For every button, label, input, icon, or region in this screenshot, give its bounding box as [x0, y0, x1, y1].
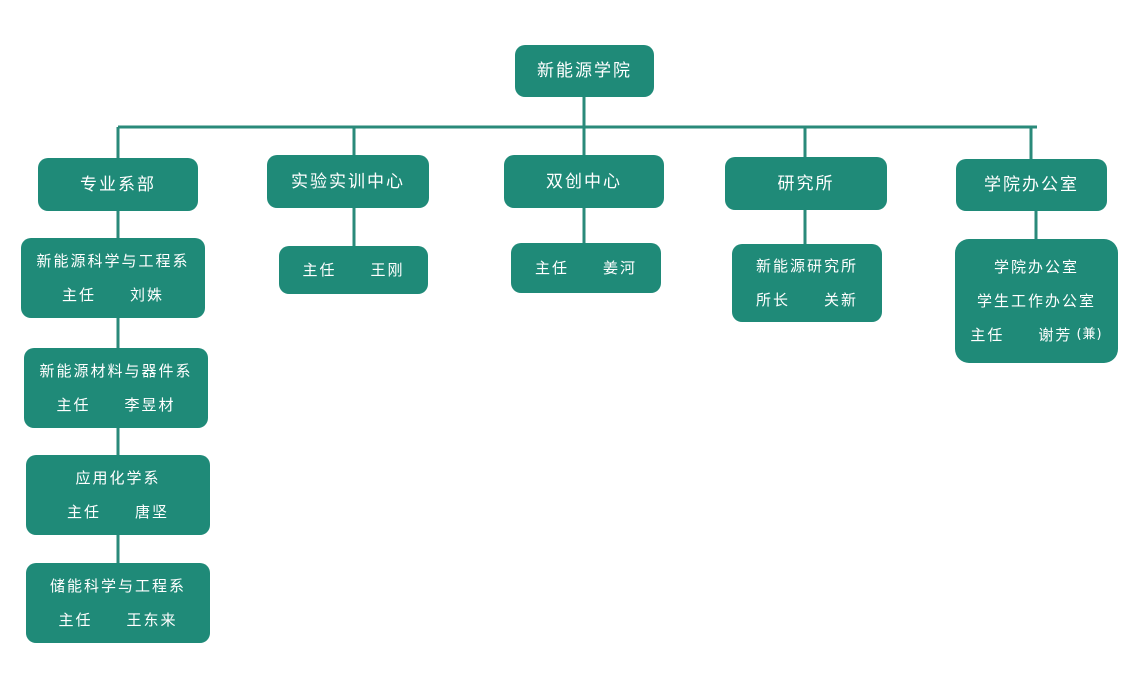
lab-head-person: 王刚 [370, 261, 405, 279]
dept-person: 唐坚 [135, 503, 170, 521]
unit-innov: 双创中心 [504, 155, 664, 208]
dept-role: 主任 [56, 396, 91, 414]
institute-name: 新能源研究所 [755, 257, 858, 275]
dept-node-4: 储能科学与工程系 主任 王东来 [26, 563, 210, 643]
dept-person: 王东来 [126, 611, 178, 629]
dept-role: 主任 [58, 611, 93, 629]
office-person: 谢芳 [1038, 326, 1073, 344]
dept-node-3: 应用化学系 主任 唐坚 [26, 455, 210, 535]
dept-name: 应用化学系 [75, 469, 161, 487]
dept-person: 刘姝 [130, 286, 165, 304]
innov-head-person: 姜河 [603, 259, 638, 277]
office-role: 主任 [970, 326, 1005, 344]
unit-innov-label: 双创中心 [546, 171, 622, 192]
institute-node: 新能源研究所 所长 关新 [732, 244, 882, 322]
unit-dept-label: 专业系部 [80, 174, 156, 195]
dept-node-1: 新能源科学与工程系 主任 刘姝 [21, 238, 205, 318]
institute-role: 所长 [755, 291, 790, 309]
unit-dept: 专业系部 [38, 158, 198, 211]
root-label: 新能源学院 [537, 61, 632, 81]
office-line2: 学生工作办公室 [976, 292, 1096, 310]
dept-role: 主任 [66, 503, 101, 521]
dept-role: 主任 [61, 286, 96, 304]
unit-lab-label: 实验实训中心 [291, 171, 405, 192]
lab-head-node: 主任 王刚 [279, 246, 428, 294]
innov-head-role: 主任 [534, 259, 569, 277]
institute-person: 关新 [824, 291, 859, 309]
unit-inst: 研究所 [725, 157, 887, 210]
root-node: 新能源学院 [515, 45, 654, 97]
unit-inst-label: 研究所 [777, 173, 835, 194]
office-line1: 学院办公室 [993, 258, 1079, 276]
unit-lab: 实验实训中心 [267, 155, 429, 208]
dept-name: 储能科学与工程系 [49, 577, 186, 595]
dept-node-2: 新能源材料与器件系 主任 李昱材 [24, 348, 208, 428]
office-note: (兼) [1076, 327, 1103, 342]
innov-head-node: 主任 姜河 [511, 243, 661, 293]
unit-office-label: 学院办公室 [984, 175, 1079, 195]
office-detail-node: 学院办公室 学生工作办公室 主任 谢芳 (兼) [955, 239, 1118, 363]
unit-office: 学院办公室 [956, 159, 1107, 211]
dept-name: 新能源科学与工程系 [36, 252, 190, 270]
dept-name: 新能源材料与器件系 [39, 362, 193, 380]
lab-head-role: 主任 [302, 261, 337, 279]
dept-person: 李昱材 [124, 396, 176, 414]
